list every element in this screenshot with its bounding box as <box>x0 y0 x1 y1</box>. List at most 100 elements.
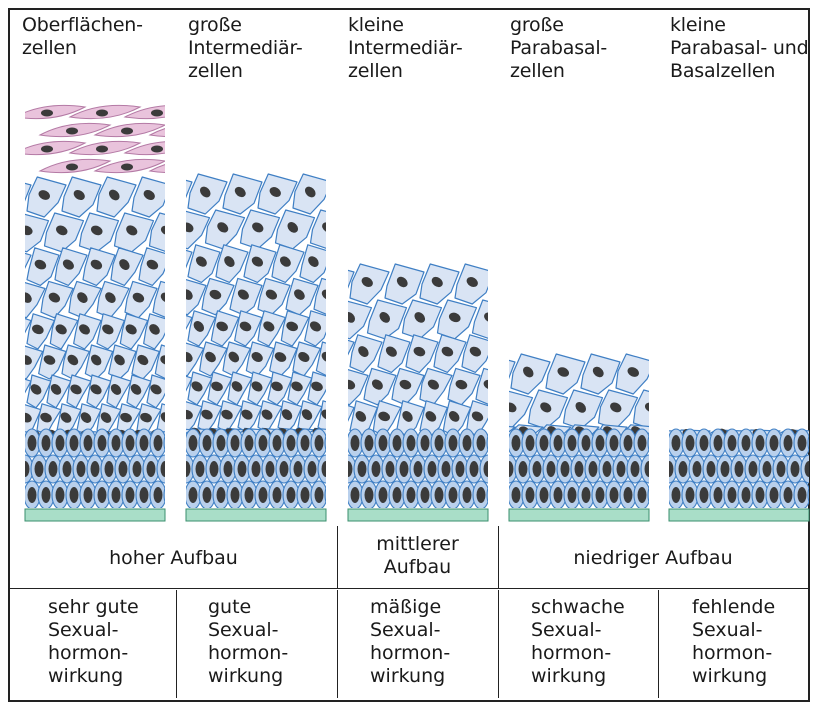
cell-nucleus <box>294 461 303 477</box>
cell-nucleus <box>28 487 37 503</box>
cell-nucleus <box>379 487 388 503</box>
cell-nucleus <box>14 487 23 503</box>
cell-nucleus <box>770 487 779 503</box>
cell-nucleus <box>210 461 219 477</box>
cell-nucleus <box>756 435 765 451</box>
basal-cell <box>494 429 510 457</box>
cell-nucleus <box>66 128 78 135</box>
cell-nucleus <box>231 487 240 503</box>
cell-nucleus <box>273 487 282 503</box>
cell-nucleus <box>784 435 793 451</box>
intermediate-cell <box>311 210 350 249</box>
cell-nucleus <box>693 461 702 477</box>
cell-nucleus <box>154 435 163 451</box>
cell-nucleus <box>238 461 247 477</box>
cell-nucleus <box>496 344 511 358</box>
intermediate-cell <box>314 278 346 314</box>
cell-nucleus <box>372 461 381 477</box>
intermediate-cell <box>473 300 512 339</box>
cell-nucleus <box>526 487 535 503</box>
cell-nucleus <box>575 461 584 477</box>
cell-nucleus <box>498 461 507 477</box>
cell-nucleus <box>126 435 135 451</box>
cell-nucleus <box>742 435 751 451</box>
cell-nucleus <box>355 220 370 235</box>
cell-nucleus <box>500 275 515 288</box>
basal-cell <box>648 429 664 457</box>
cell-nucleus <box>7 323 22 336</box>
cell-nucleus <box>121 128 133 135</box>
cell-nucleus <box>678 401 693 415</box>
cell-nucleus <box>582 487 591 503</box>
cell-nucleus <box>463 435 472 451</box>
cell-nucleus <box>161 461 170 477</box>
intermediate-cell <box>155 345 182 379</box>
cell-nucleus <box>661 365 676 379</box>
cell-nucleus <box>14 435 23 451</box>
cell-nucleus <box>203 435 212 451</box>
cell-nucleus <box>596 435 605 451</box>
basal-cell <box>333 429 349 457</box>
cell-nucleus <box>147 461 156 477</box>
cell-nucleus <box>98 487 107 503</box>
basal-cell <box>494 481 510 509</box>
cell-nucleus <box>167 427 182 442</box>
cell-nucleus <box>231 435 240 451</box>
basal-cell <box>325 429 341 457</box>
cell-nucleus <box>435 435 444 451</box>
cell-nucleus <box>351 487 360 503</box>
basal-cell <box>171 455 187 483</box>
cell-nucleus <box>770 435 779 451</box>
cell-nucleus <box>812 435 819 451</box>
cell-nucleus <box>337 435 346 451</box>
effect-moderate: mäßige Sexual- hormon- wirkung <box>370 596 450 688</box>
basement-membrane <box>348 509 488 521</box>
intermediate-cell <box>150 213 189 252</box>
intermediate-cell <box>167 431 189 442</box>
cell-nucleus <box>182 461 191 477</box>
cell-nucleus <box>672 487 681 503</box>
cell-nucleus <box>358 461 367 477</box>
cell-nucleus <box>456 461 465 477</box>
cell-nucleus <box>365 435 374 451</box>
cell-nucleus <box>163 185 178 200</box>
cell-nucleus <box>477 435 486 451</box>
cell-nucleus <box>175 435 184 451</box>
cell-nucleus <box>329 435 338 451</box>
cell-nucleus <box>151 110 163 117</box>
cell-nucleus <box>338 186 353 199</box>
cell-nucleus <box>421 435 430 451</box>
intermediate-cell <box>0 248 31 286</box>
intermediate-cell <box>490 264 529 304</box>
cell-nucleus <box>547 461 556 477</box>
cell-nucleus <box>344 461 353 477</box>
cell-nucleus <box>203 487 212 503</box>
cell-nucleus <box>610 487 619 503</box>
basal-cell <box>654 429 670 457</box>
effect-divider-4 <box>658 590 659 698</box>
cell-nucleus <box>489 425 504 439</box>
cell-nucleus <box>512 435 521 451</box>
cell-nucleus <box>121 164 133 171</box>
cell-nucleus <box>252 461 261 477</box>
cell-nucleus <box>49 461 58 477</box>
cell-nucleus <box>96 110 108 117</box>
cell-nucleus <box>112 487 121 503</box>
cell-nucleus <box>603 461 612 477</box>
cell-nucleus <box>169 382 184 397</box>
cell-nucleus <box>328 426 343 440</box>
basal-cell <box>164 481 180 509</box>
build-label-high: hoher Aufbau <box>10 547 337 570</box>
effect-divider-3 <box>498 590 499 698</box>
basal-cell <box>325 481 341 509</box>
basal-cell <box>655 455 671 483</box>
cell-nucleus <box>365 487 374 503</box>
cell-nucleus <box>498 487 507 503</box>
cell-nucleus <box>568 487 577 503</box>
effect-good: gute Sexual- hormon- wirkung <box>208 596 288 688</box>
cell-nucleus <box>512 487 521 503</box>
effect-very-good: sehr gute Sexual- hormon- wirkung <box>48 596 139 688</box>
basal-cell <box>164 429 180 457</box>
cell-nucleus <box>91 461 100 477</box>
cell-nucleus <box>505 461 514 477</box>
